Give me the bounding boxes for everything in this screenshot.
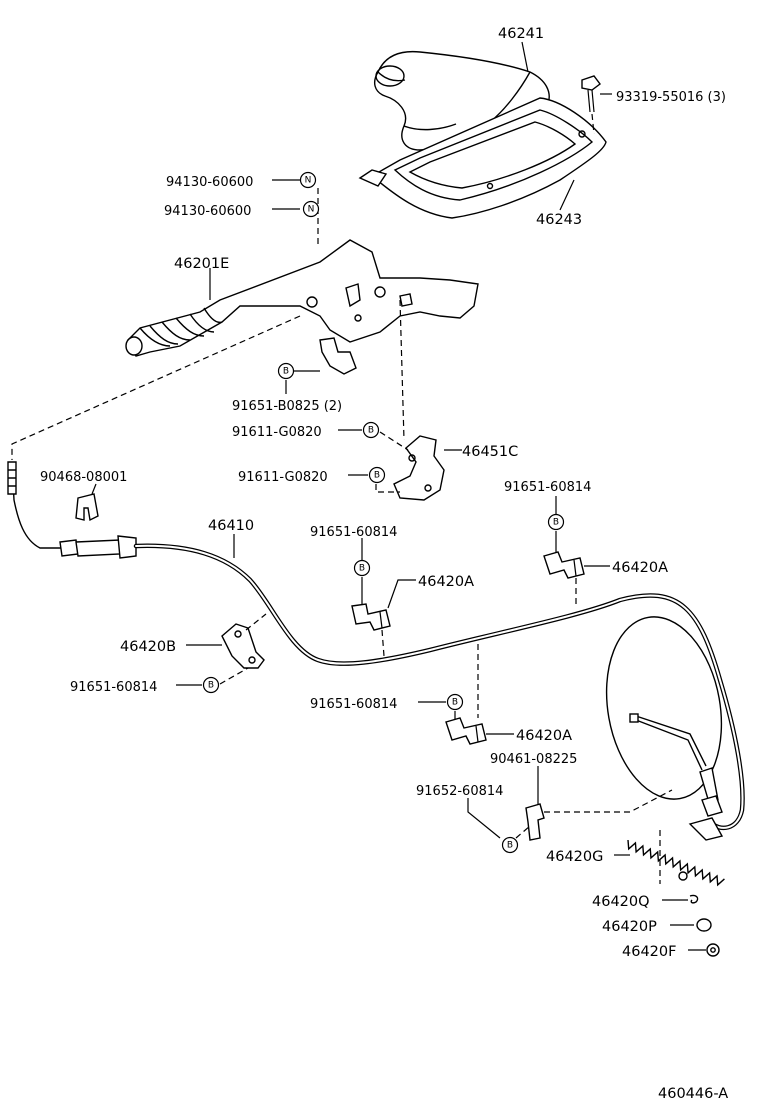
bolt-a1-badge-letter: B: [359, 564, 365, 574]
spring-46420G: [627, 839, 725, 887]
bolt-a2-badge-letter: B: [553, 518, 559, 528]
label-bolt-bracket-2: 91611-G0820: [238, 470, 328, 485]
clamp-46420A-3: [445, 717, 487, 745]
label-lever: 46201E: [174, 256, 229, 272]
label-bracket: 46451C: [462, 444, 518, 460]
label-cap-p: 46420P: [602, 919, 657, 935]
bolt-bracket-1-dash: [379, 431, 409, 451]
clamp-46420B: [221, 623, 265, 669]
bolt-lever-badge-icon: [277, 362, 295, 380]
clamp-46420A-2: [543, 551, 585, 579]
bolt-bracket-2-badge-icon: [368, 466, 386, 484]
clip-90468-08001: [75, 483, 99, 522]
clamp-46420A-1: [351, 603, 391, 631]
bolt-b-lower-badge-letter: B: [208, 681, 214, 691]
label-bolt-clamp-a1: 91651-60814: [310, 525, 397, 540]
label-clip-q: 46420Q: [592, 894, 650, 910]
label-bolt-bracket-1: 91611-G0820: [232, 425, 322, 440]
bolt-b-lower-badge-icon: [202, 676, 220, 694]
label-bolt-clamp-a3: 91651-60814: [310, 697, 397, 712]
clamp-a1-dash: [381, 629, 385, 657]
part-46243-cover-plate: [358, 97, 607, 219]
bolt-lower-leader: [467, 798, 501, 839]
label-bolt-b-lower: 91651-60814: [70, 680, 157, 695]
bolt-bracket-2-badge-letter: B: [374, 471, 380, 481]
bolt-a2-badge-icon: [547, 513, 565, 531]
pin-to-drum-dash: [544, 789, 673, 813]
screw-93319-55016: [581, 75, 612, 135]
label-clamp-a2: 46420A: [612, 560, 668, 576]
label-bolt-clamp-a2: 91651-60814: [504, 480, 591, 495]
part-46410-cable: [7, 461, 745, 831]
bolt-a1-badge-icon: [353, 559, 371, 577]
label-clamp-a1: 46420A: [418, 574, 474, 590]
clamp-b-dash: [245, 613, 267, 631]
label-clamp-a3: 46420A: [516, 728, 572, 744]
lever-to-cable-dash: [11, 315, 301, 460]
bolt-a3-badge-letter: B: [452, 698, 458, 708]
bolt-b-lower-dash: [219, 667, 249, 685]
pin-90461-08225: [525, 766, 545, 841]
label-figure-id: 460446-A: [658, 1086, 728, 1102]
rear-brake-drum: [605, 616, 724, 841]
label-bolt-lower: 91652-60814: [416, 784, 503, 799]
label-clip: 90468-08001: [40, 470, 127, 485]
bolt-bracket-2-dash: [375, 484, 400, 493]
label-bolt-lever: 91651-B0825 (2): [232, 399, 342, 414]
cover-plate-leader: [559, 179, 575, 211]
label-clamp-b: 46420B: [120, 639, 176, 655]
nut-1-badge-letter: N: [305, 176, 312, 186]
label-cover: 46241: [498, 26, 544, 42]
nut-2-badge-letter: N: [308, 205, 315, 215]
label-screw: 93319-55016 (3): [616, 90, 726, 105]
bolt-lever-badge-letter: B: [283, 367, 289, 377]
label-nut-1: 94130-60600: [166, 175, 253, 190]
cap-p-icon: [696, 918, 712, 932]
washer-f-icon: [706, 943, 720, 957]
label-cover-plate: 46243: [536, 212, 582, 228]
nut-2-badge-icon: [302, 200, 320, 218]
bolt-lower-badge-letter: B: [507, 841, 513, 851]
label-washer-f: 46420F: [622, 944, 676, 960]
label-pin: 90461-08225: [490, 752, 577, 767]
bolt-bracket-1-badge-letter: B: [368, 426, 374, 436]
bolt-a3-badge-icon: [446, 693, 464, 711]
lever-to-bracket-dash: [399, 299, 405, 441]
cover-leader: [521, 41, 529, 73]
bolt-lower-dash: [515, 825, 531, 839]
part-46451C-bracket: [393, 435, 445, 501]
label-nut-2: 94130-60600: [164, 204, 251, 219]
nut-1-badge-icon: [299, 171, 317, 189]
label-spring: 46420G: [546, 849, 603, 865]
part-46201E-parking-lever: [125, 239, 479, 375]
washer-f-hole: [710, 947, 716, 953]
clamp-a1-leader: [387, 579, 416, 609]
label-cable: 46410: [208, 518, 254, 534]
bolt-bracket-1-badge-icon: [362, 421, 380, 439]
clip-q-icon: [689, 894, 699, 904]
bolt-lower-badge-icon: [501, 836, 519, 854]
